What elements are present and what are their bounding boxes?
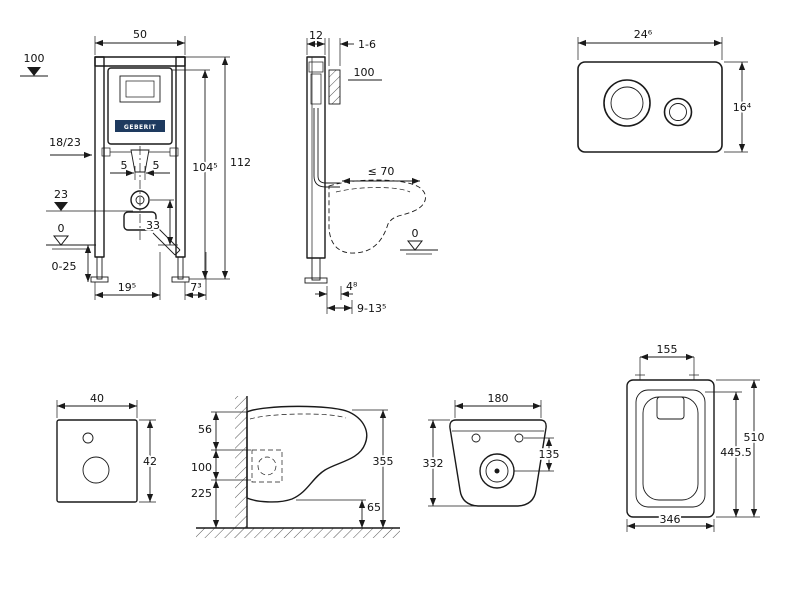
frame-top-bar bbox=[94, 56, 186, 67]
floor-hatch bbox=[196, 528, 400, 538]
dim-wc-top-inner-depth: 445.5 bbox=[720, 446, 752, 459]
view-wc-front: 180 135 332 bbox=[421, 390, 561, 507]
half-flush-button bbox=[663, 97, 693, 127]
full-flush-button bbox=[603, 79, 651, 127]
foot-plate-left bbox=[90, 276, 109, 283]
dim-wc-top-width: 346 bbox=[660, 513, 681, 526]
dim-range: 9-13⁵ bbox=[357, 302, 386, 315]
wc-side-outline bbox=[246, 405, 368, 503]
dim-wc-side-low: 225 bbox=[191, 487, 212, 500]
wc-bowl bbox=[642, 396, 699, 501]
dim-wc-drain-offset: 135 bbox=[539, 448, 560, 461]
dim-bottom-offset: 7³ bbox=[190, 281, 201, 294]
dim-pad-height: 42 bbox=[143, 455, 157, 468]
access-window bbox=[119, 75, 161, 103]
outlet-detail bbox=[251, 449, 283, 483]
dim-frame-depth: 12 bbox=[309, 29, 323, 42]
outlet-socket bbox=[130, 190, 150, 210]
frame-right-rail bbox=[175, 56, 186, 258]
brand-band bbox=[115, 120, 165, 132]
dim-foot-adjust: 0-25 bbox=[52, 260, 77, 273]
dim-frame-width: 50 bbox=[133, 28, 147, 41]
dim-bottom-width: 19⁵ bbox=[118, 281, 136, 294]
level-marker-open bbox=[406, 240, 424, 251]
dim-max-depth: ≤ 70 bbox=[368, 165, 395, 178]
level-marker-filled bbox=[54, 202, 68, 211]
foot-plate-right bbox=[171, 276, 190, 283]
wc-rim bbox=[635, 389, 706, 508]
view-frame-side: 12 1-6 100 ≤ 70 0 4⁸ 9-13⁵ bbox=[304, 27, 438, 315]
dim-wc-front-height: 332 bbox=[423, 457, 444, 470]
dim-small: 4⁸ bbox=[346, 280, 358, 293]
view-wc-top: 155 510 445.5 346 bbox=[626, 341, 766, 532]
dim-finish-thickness: 1-6 bbox=[358, 38, 376, 51]
frame-profile bbox=[306, 56, 326, 259]
dim-plate-width: 24⁶ bbox=[634, 28, 653, 41]
dim-wc-side-top: 56 bbox=[198, 423, 212, 436]
fixing-hole-right bbox=[514, 433, 524, 443]
dim-wc-side-mid: 100 bbox=[191, 461, 212, 474]
level-marker-filled bbox=[27, 67, 41, 76]
wc-front-outline bbox=[449, 419, 547, 507]
dim-wc-front-width: 180 bbox=[488, 392, 509, 405]
view-insulation-pad: 40 42 bbox=[56, 390, 159, 503]
dim-offset-right: 5 bbox=[153, 159, 160, 172]
foot-plate bbox=[304, 277, 328, 284]
outlet-elbow bbox=[123, 211, 157, 231]
flush-pipe bbox=[313, 175, 340, 188]
level-marker-open bbox=[52, 235, 70, 246]
dim-level-outlet: 23 bbox=[54, 188, 68, 201]
dim-pad-width: 40 bbox=[90, 392, 104, 405]
dim-frame-height: 112 bbox=[230, 156, 251, 169]
wall-finish-layer bbox=[328, 69, 341, 105]
dim-wc-top-depth: 510 bbox=[744, 431, 765, 444]
dim-height-partial: 104⁵ bbox=[192, 161, 217, 174]
wc-top-outline bbox=[626, 379, 715, 518]
dim-plate-height: 16⁴ bbox=[733, 101, 752, 114]
dim-outlet-height: 33 bbox=[146, 219, 160, 232]
dim-bracket-range: 18/23 bbox=[49, 136, 81, 149]
wall-hatch bbox=[235, 396, 247, 528]
brand-logo: GEBERIT bbox=[124, 124, 157, 131]
dim-level-top: 100 bbox=[24, 52, 45, 65]
dim-wc-height: 355 bbox=[373, 455, 394, 468]
dim-level-floor: 0 bbox=[58, 222, 65, 235]
dim-offset-left: 5 bbox=[121, 159, 128, 172]
frame-left-rail bbox=[94, 56, 105, 258]
flush-distributor bbox=[656, 396, 685, 420]
view-wc-side: 56 100 225 355 65 bbox=[189, 396, 400, 538]
view-frame-front: GEBERIT 50 100 112 104⁵ 18/23 bbox=[20, 28, 251, 300]
fixing-hole-left bbox=[471, 433, 481, 443]
dim-wc-top-holes: 155 bbox=[657, 343, 678, 356]
dim-level-floor-side: 0 bbox=[412, 227, 419, 240]
cistern bbox=[107, 67, 173, 145]
dim-level-pipe: 100 bbox=[354, 66, 375, 79]
insulation-pad bbox=[56, 419, 138, 503]
dim-wc-side-bottom: 65 bbox=[367, 501, 381, 514]
view-flush-plate: 24⁶ 16⁴ bbox=[577, 26, 754, 153]
